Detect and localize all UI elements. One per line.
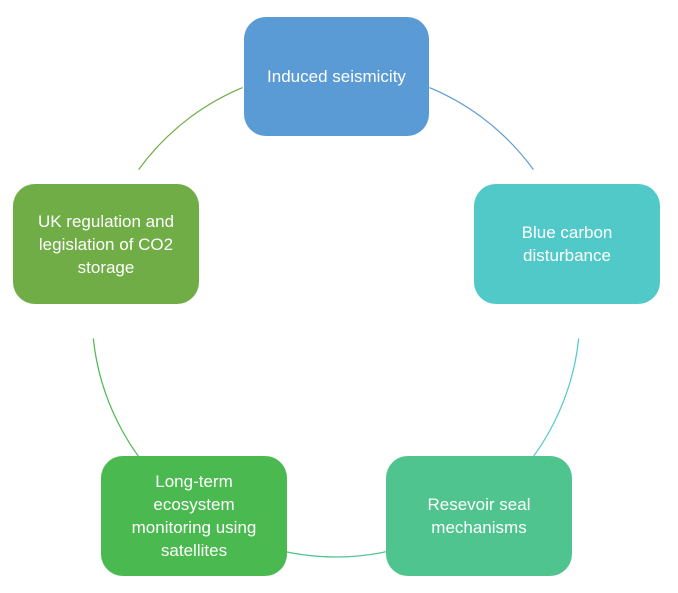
node-long-term-ecosystem-monitoring: Long-term ecosystem monitoring using sat… (101, 456, 287, 576)
node-uk-regulation-legislation: UK regulation and legislation of CO2 sto… (13, 184, 199, 304)
node-blue-carbon-disturbance: Blue carbon disturbance (474, 184, 660, 304)
connector-seal-to-monitoring (268, 546, 404, 558)
connector-regulation-to-seismicity (138, 87, 243, 170)
node-induced-seismicity: Induced seismicity (244, 17, 429, 136)
node-reservoir-seal-mechanisms: Resevoir seal mechanisms (386, 456, 572, 576)
connector-seismicity-to-bluecarbon (429, 87, 534, 170)
